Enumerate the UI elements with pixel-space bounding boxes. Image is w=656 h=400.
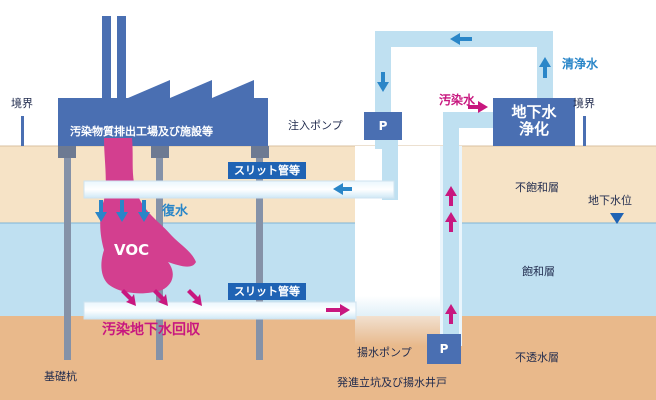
recharge-label: 復水 bbox=[162, 204, 189, 219]
recovery-pipe-top bbox=[443, 112, 493, 128]
recovery-arrows bbox=[121, 289, 202, 306]
boundary-label-right: 境界 bbox=[573, 97, 595, 110]
saturated-layer-label: 飽和層 bbox=[522, 265, 555, 278]
arrow-right-purify bbox=[468, 101, 488, 113]
slit-pipe-lower bbox=[83, 301, 357, 320]
purification-label: 地下水浄化 bbox=[511, 103, 557, 138]
slit-pipe-lower-label: スリット管等 bbox=[228, 283, 306, 300]
pile-cap-2 bbox=[151, 146, 169, 158]
chimney-2 bbox=[117, 16, 126, 98]
slit-pipe-upper bbox=[83, 180, 395, 199]
arrow-up-recovery-1 bbox=[445, 186, 457, 206]
arrow-up-recovery-3 bbox=[445, 304, 457, 324]
injection-pump-label: 注入ポンプ bbox=[288, 119, 343, 132]
slit-pipe-upper-label: スリット管等 bbox=[228, 162, 306, 179]
unsaturated-layer-label: 不飽和層 bbox=[515, 181, 559, 194]
impermeable-layer-band bbox=[0, 316, 656, 400]
shaft-column bbox=[355, 146, 445, 346]
recharge-arrows bbox=[95, 200, 150, 222]
voc-plume bbox=[100, 138, 196, 294]
pile-cap-1 bbox=[58, 146, 76, 158]
arrow-right-slit bbox=[326, 304, 350, 316]
clean-water-label: 清浄水 bbox=[562, 57, 599, 71]
arrow-up-recovery-2 bbox=[445, 212, 457, 232]
factory-building bbox=[58, 80, 268, 146]
injection-pump-box: P bbox=[364, 112, 402, 140]
chimney-1 bbox=[102, 16, 111, 98]
arrow-left-slit bbox=[333, 183, 352, 195]
lifting-pump-label: 揚水ポンプ bbox=[357, 346, 412, 359]
voc-label: VOC bbox=[114, 241, 150, 259]
arrow-up-clean bbox=[539, 57, 551, 78]
arrow-left-top bbox=[450, 33, 472, 45]
lifting-pump-box: P bbox=[427, 334, 461, 364]
foundation-pile-label: 基礎杭 bbox=[44, 370, 77, 383]
pile-cap-3 bbox=[251, 146, 269, 158]
injection-pump-symbol: P bbox=[378, 119, 388, 133]
impermeable-layer-label: 不透水層 bbox=[515, 351, 559, 364]
groundwater-level-label: 地下水位 bbox=[588, 194, 632, 207]
boundary-post-right bbox=[583, 116, 586, 146]
recovery-label: 汚染地下水回収 bbox=[102, 322, 200, 338]
foundation-pile-3 bbox=[256, 146, 263, 360]
boundary-post-left bbox=[21, 116, 24, 146]
contaminated-water-label: 汚染水 bbox=[439, 93, 476, 107]
foundation-pile-1 bbox=[64, 146, 71, 360]
factory-label: 汚染物質排出工場及び施設等 bbox=[70, 125, 213, 138]
lifting-pump-symbol: P bbox=[439, 342, 449, 356]
boundary-label-left: 境界 bbox=[11, 97, 33, 110]
shaft-label: 発進立坑及び揚水井戸 bbox=[337, 376, 447, 389]
water-level-marker bbox=[610, 213, 624, 224]
arrow-down-injection bbox=[377, 72, 389, 92]
purification-unit: 地下水浄化 bbox=[493, 98, 575, 146]
